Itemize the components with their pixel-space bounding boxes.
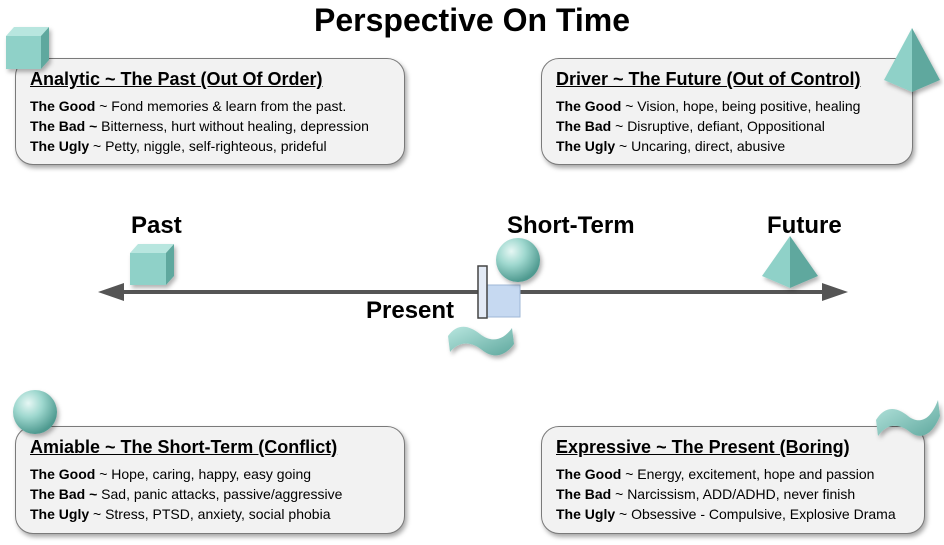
- sphere-icon-short-term: [496, 238, 540, 282]
- amiable-ugly: The Ugly ~ Stress, PTSD, anxiety, social…: [30, 506, 331, 522]
- card-analytic-title: Analytic ~ The Past (Out Of Order): [30, 69, 323, 89]
- card-amiable-title: Amiable ~ The Short-Term (Conflict): [30, 437, 338, 457]
- amiable-bad: The Bad ~ Sad, panic attacks, passive/ag…: [30, 486, 343, 502]
- timeline-arrow: [98, 283, 848, 301]
- expressive-good: The Good ~ Energy, excitement, hope and …: [556, 466, 875, 482]
- wave-icon: [876, 400, 940, 436]
- card-amiable: Amiable ~ The Short-Term (Conflict) The …: [15, 426, 405, 534]
- cube-icon-past: [130, 244, 174, 285]
- label-present: Present: [366, 297, 455, 324]
- expressive-bad: The Bad ~ Narcissism, ADD/ADHD, never fi…: [556, 486, 856, 502]
- label-future: Future: [767, 212, 842, 239]
- cube-icon: [6, 27, 49, 69]
- pyramid-icon: [884, 28, 940, 92]
- driver-good: The Good ~ Vision, hope, being positive,…: [556, 98, 861, 114]
- card-driver-title: Driver ~ The Future (Out of Control): [556, 69, 861, 89]
- analytic-good: The Good ~ Fond memories & learn from th…: [30, 98, 347, 114]
- sphere-icon: [13, 390, 57, 434]
- expressive-ugly: The Ugly ~ Obsessive - Compulsive, Explo…: [556, 506, 896, 522]
- analytic-ugly: The Ugly ~ Petty, niggle, self-righteous…: [30, 138, 327, 154]
- driver-bad: The Bad ~ Disruptive, defiant, Oppositio…: [556, 118, 825, 134]
- present-card-icon: [483, 284, 521, 318]
- pyramid-icon-future: [762, 236, 818, 288]
- page-title: Perspective On Time: [314, 2, 630, 38]
- card-analytic: Analytic ~ The Past (Out Of Order) The G…: [15, 58, 405, 165]
- wave-icon-present: [448, 326, 514, 356]
- present-marker: [477, 265, 488, 319]
- driver-ugly: The Ugly ~ Uncaring, direct, abusive: [556, 138, 786, 154]
- card-driver: Driver ~ The Future (Out of Control) The…: [541, 58, 913, 165]
- card-expressive: Expressive ~ The Present (Boring) The Go…: [541, 426, 925, 534]
- amiable-good: The Good ~ Hope, caring, happy, easy goi…: [30, 466, 312, 482]
- card-expressive-title: Expressive ~ The Present (Boring): [556, 437, 850, 457]
- label-past: Past: [131, 212, 182, 239]
- label-short-term: Short-Term: [507, 212, 635, 239]
- analytic-bad: The Bad ~ Bitterness, hurt without heali…: [30, 118, 369, 134]
